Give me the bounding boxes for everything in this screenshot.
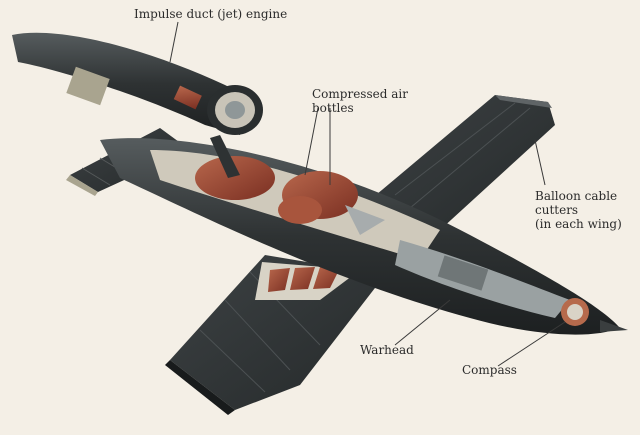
leader-cutters: [534, 139, 546, 186]
leader-lines: [169, 21, 566, 367]
label-cutters-line1: Balloon cable: [535, 189, 617, 203]
leader-engine: [169, 21, 179, 63]
leader-air-1: [304, 107, 319, 176]
label-cutters-line3: (in each wing): [535, 217, 622, 231]
compressed-air-bottle-2: [278, 196, 322, 224]
label-engine: Impulse duct (jet) engine: [134, 7, 287, 21]
label-air-line2: bottles: [312, 101, 354, 115]
lower-wing: [165, 255, 385, 415]
label-compass: Compass: [462, 363, 517, 377]
fuselage: [100, 138, 628, 335]
engine-pylon: [210, 135, 240, 178]
leader-warhead: [394, 299, 451, 346]
label-cutters-line2: cutters: [535, 203, 578, 217]
pulse-jet-engine: [12, 32, 263, 178]
leader-compass: [497, 321, 566, 367]
fuel-tank: [195, 156, 275, 200]
label-air-line1: Compressed air: [312, 87, 408, 101]
upper-wing: [370, 95, 555, 230]
label-warhead: Warhead: [360, 343, 414, 357]
